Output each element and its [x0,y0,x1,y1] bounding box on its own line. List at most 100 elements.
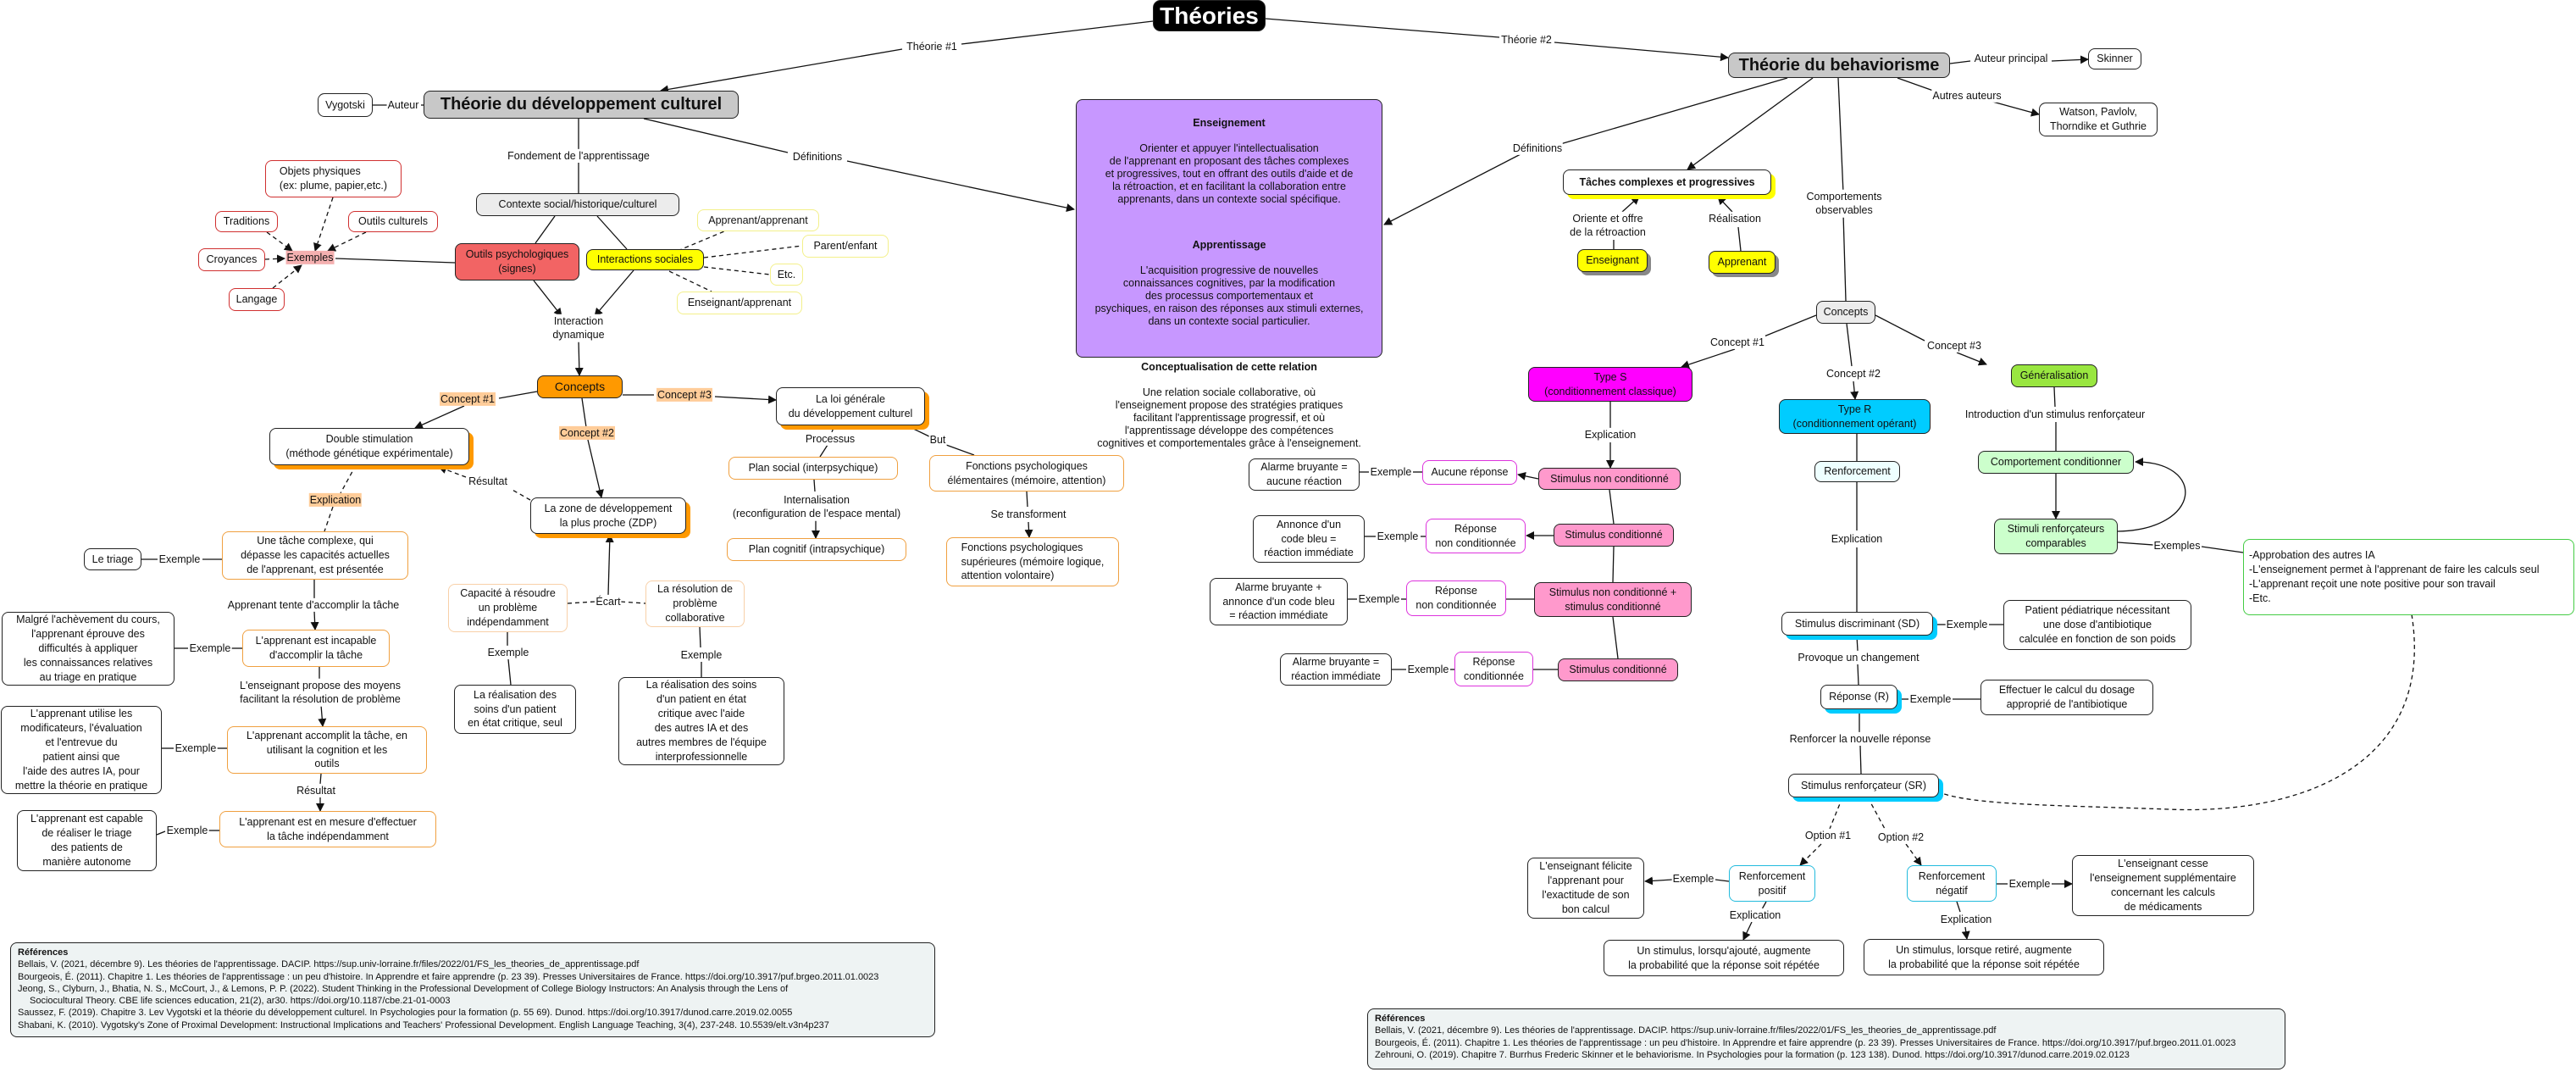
examples-label-right: Exemples [2152,538,2202,553]
definitions-box: Enseignement Orienter et appuyer l'intel… [1076,99,1382,449]
example-label-despite: Exemple [188,641,232,656]
goal-label: But [928,432,947,447]
reference-item: Shabani, K. (2010). Vygotsky's Zone of P… [18,1019,829,1030]
reference-item: Bellais, V. (2021, décembre 9). Les théo… [1375,1025,1997,1036]
complex-task-node: Une tâche complexe, qui dépasse les capa… [222,531,408,580]
independent-node: L'apprenant est en mesure d'effectuer la… [219,811,436,847]
explanation-label-left: Explication [308,492,363,508]
example-label-capacity: Exemple [486,645,530,660]
negative-reinforcement-node: Renforcement négatif [1907,865,1997,902]
definitions-label-left: Définitions [791,149,844,164]
result-label-zdp: Résultat [468,474,508,489]
other-authors-label: Autres auteurs [1931,88,2003,103]
reinforcement-node: Renforcement [1814,461,1900,482]
gap-label: Écart [595,594,622,609]
concept2-label-left: Concept #2 [559,425,615,441]
type-r-node: Type R (conditionnement opérant) [1779,399,1931,434]
concept1-label-left: Concept #1 [440,392,496,407]
language-node: Langage [229,288,285,311]
dynamic-interaction-label: Interaction dynamique [551,314,606,342]
example-label-sd: Exemple [1945,617,1989,632]
concept3-label-left: Concept #3 [656,387,712,403]
reference-item: Bourgeois, É. (2011). Chapitre 1. Les th… [1375,1037,2236,1048]
example-label-s2: Exemple [1376,529,1420,544]
unable-node: L'apprenant est incapable d'accomplir la… [242,630,390,667]
connector-lines [141,18,2415,941]
alone-care-node: La réalisation des soins d'un patient en… [454,685,576,734]
foundation-label: Fondement de l'apprentissage [507,148,651,164]
elementary-functions-node: Fonctions psychologiques élémentaires (m… [929,455,1124,492]
main-author-label: Auteur principal [1973,51,2049,66]
pair-parent-child: Parent/enfant [802,235,889,258]
example-label-uses: Exemple [174,741,218,756]
references-title: Références [18,947,69,958]
reference-item: Saussez, F. (2019). Chapitre 3. Lev Vygo… [18,1008,793,1019]
despite-node: Malgré l'achèvement du cours, l'apprenan… [2,612,175,686]
unconditioned-response-node-1: Réponse non conditionnée [1426,519,1526,553]
teacher-proposes-label: L'enseignant propose des moyens facilita… [238,678,402,707]
internalisation-label: Internalisation (reconfiguration de l'es… [731,492,902,521]
references-left: Références Bellais, V. (2021, décembre 9… [10,942,935,1037]
reference-item: Bellais, V. (2021, décembre 9). Les théo… [18,959,640,970]
uses-node: L'apprenant utilise les modificateurs, l… [1,706,162,794]
skinner-node: Skinner [2088,48,2141,69]
main-title: Théories [1153,0,1266,31]
alarm-reaction-node: Alarme bruyante = réaction immédiate [1280,653,1392,686]
theory-cultural-development: Théorie du développement culturel [424,91,739,119]
example-label-s1: Exemple [1369,464,1413,480]
no-response-node: Aucune réponse [1422,460,1517,485]
social-interactions-node: Interactions sociales [586,249,704,270]
stops-node: L'enseignant cesse l'enseignement supplé… [2072,855,2254,916]
process-label: Processus [804,431,856,447]
result-label-left: Résultat [296,783,336,798]
author-label: Auteur [386,97,420,113]
pediatric-node: Patient pédiatrique nécessitant une dose… [2003,600,2191,650]
reinforce-label: Renforcer la nouvelle réponse [1788,731,1932,747]
positive-reinforcement-node: Renforcement positif [1729,865,1815,902]
concepts-node-right: Concepts [1816,301,1875,324]
provokes-label: Provoque un changement [1797,650,1920,665]
dosage-node: Effectuer le calcul du dosage approprié … [1980,680,2153,715]
relation-title: Conceptualisation de cette relation [1141,361,1317,373]
learning-title: Apprentissage [1192,239,1266,251]
added-stimulus-node: Un stimulus, lorsqu'ajouté, augmente la … [1604,940,1844,976]
concept2-label-right: Concept #2 [1825,366,1881,381]
team-care-node: La réalisation des soins d'un patient en… [618,677,784,765]
example-label-s3: Exemple [1357,592,1401,607]
conditioned-response-node: Réponse conditionnée [1454,652,1533,686]
combined-stimulus-node: Stimulus non conditionné + stimulus cond… [1534,582,1692,617]
examples-label: Exemples [285,250,335,265]
reference-item: Bourgeois, É. (2011). Chapitre 1. Les th… [18,971,879,982]
learner-node: Apprenant [1709,251,1776,274]
explanation-label-positive: Explication [1728,908,1782,923]
explanation-label-negative: Explication [1939,912,1993,927]
double-stimulation-node: Double stimulation (méthode génétique ex… [269,428,469,465]
triage-node: Le triage [84,548,141,570]
cognitive-plane-node: Plan cognitif (intrapsychique) [727,538,906,561]
capable-node: L'apprenant est capable de réaliser le t… [17,810,157,871]
context-node: Contexte social/historique/culturel [476,193,679,216]
teaching-title: Enseignement [1193,117,1266,129]
beliefs-node: Croyances [198,248,265,271]
cultural-tools-node: Outils culturels [348,211,438,232]
conditioned-stimulus-node: Stimulus conditionné [1554,524,1674,547]
pair-etc: Etc. [770,264,803,286]
reference-item: Sociocultural Theory. CBE life sciences … [30,996,451,1007]
example-label-triage: Exemple [158,552,202,567]
concept3-label-right: Concept #3 [1926,338,1982,353]
unconditioned-stimulus-node: Stimulus non conditionné [1538,468,1681,490]
explanation-label-type-s: Explication [1583,427,1637,442]
discriminant-stimulus-node: Stimulus discriminant (SD) [1781,612,1933,636]
response-node: Réponse (R) [1820,685,1897,709]
attempts-label: Apprenant tente d'accomplir la tâche [226,597,401,613]
reference-item: Jeong, S., Clyburn, J., Bhatia, N. S., M… [18,983,789,994]
author-vygotski: Vygotski [318,93,373,117]
example-label-collaborative: Exemple [679,647,723,663]
generalisation-node: Généralisation [2011,364,2097,387]
learning-text: L'acquisition progressive de nouvelles c… [1094,264,1364,327]
option1-label: Option #1 [1803,828,1853,843]
example-label-negative: Exemple [2008,876,2052,891]
theory1-label: Théorie #1 [906,39,958,54]
references-title: Références [1375,1014,1426,1024]
code-blue-node: Annonce d'un code bleu = réaction immédi… [1253,515,1365,563]
